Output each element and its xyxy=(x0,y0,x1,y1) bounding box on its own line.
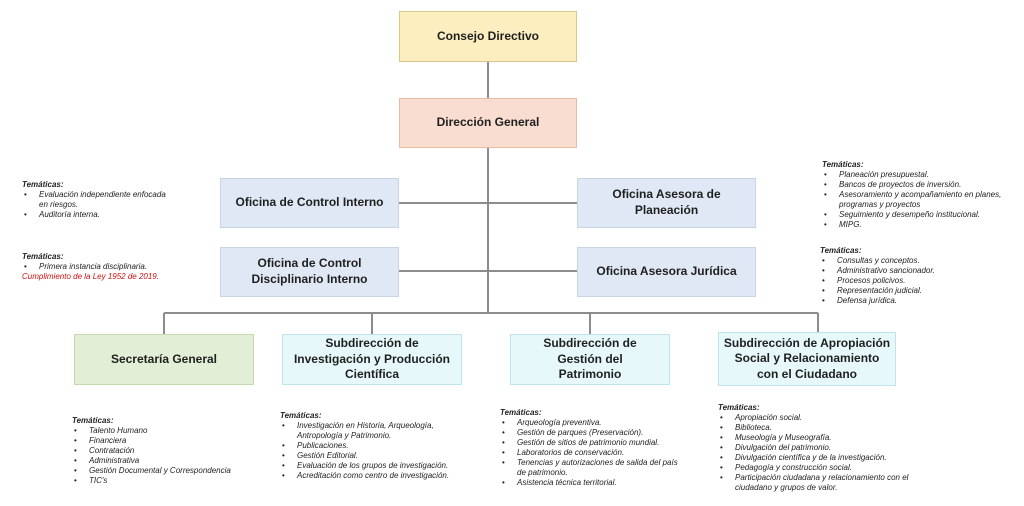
notes-control-disciplinario: Temáticas: Primera instancia disciplinar… xyxy=(22,252,212,282)
box-oficina-control-disciplinario: Oficina de Control Disciplinario Interno xyxy=(220,247,399,297)
box-subdireccion-investigacion: Subdirección de Investigación y Producci… xyxy=(282,334,462,385)
list-item: Gestión de parques (Preservación). xyxy=(500,428,680,438)
notes-heading: Temáticas: xyxy=(22,252,64,261)
list-item: Evaluación independiente enfocada en rie… xyxy=(22,190,172,210)
list-item: Auditoría interna. xyxy=(22,210,172,220)
list-item: Administrativo sancionador. xyxy=(820,266,1000,276)
list-item: Divulgación científica y de la investiga… xyxy=(718,453,918,463)
notes-patrimonio: Temáticas: Arqueología preventiva. Gesti… xyxy=(500,408,680,488)
box-subdireccion-apropiacion: Subdirección de Apropiación Social y Rel… xyxy=(718,332,896,386)
list-item: Gestión Documental y Correspondencia xyxy=(72,466,257,476)
list-item: Consultas y conceptos. xyxy=(820,256,1000,266)
box-secretaria-general: Secretaría General xyxy=(74,334,254,385)
list-item: Gestión de sitios de patrimonio mundial. xyxy=(500,438,680,448)
notes-heading: Temáticas: xyxy=(820,246,862,255)
list-item: Investigación en Historia, Arqueología, … xyxy=(280,421,470,441)
notes-apropiacion: Temáticas: Apropiación social. Bibliotec… xyxy=(718,403,918,493)
list-item: Laboratorios de conservación. xyxy=(500,448,680,458)
list-item: Financiera xyxy=(72,436,257,446)
list-item: Museología y Museografía. xyxy=(718,433,918,443)
box-oficina-control-interno: Oficina de Control Interno xyxy=(220,178,399,228)
notes-investigacion: Temáticas: Investigación en Historia, Ar… xyxy=(280,411,470,481)
list-item: Representación judicial. xyxy=(820,286,1000,296)
notes-secretaria: Temáticas: Talento Humano Financiera Con… xyxy=(72,416,257,486)
notes-highlight-law: Cumplimiento de la Ley 1952 de 2019. xyxy=(22,272,159,281)
box-oficina-asesora-planeacion: Oficina Asesora de Planeación xyxy=(577,178,756,228)
list-item: Asesoramiento y acompañamiento en planes… xyxy=(822,190,1020,210)
notes-heading: Temáticas: xyxy=(500,408,542,417)
notes-heading: Temáticas: xyxy=(822,160,864,169)
list-item: Apropiación social. xyxy=(718,413,918,423)
list-item: Seguimiento y desempeño institucional. xyxy=(822,210,1020,220)
list-item: Publicaciones. xyxy=(280,441,470,451)
list-item: Bancos de proyectos de inversión. xyxy=(822,180,1020,190)
box-oficina-asesora-juridica: Oficina Asesora Jurídica xyxy=(577,247,756,297)
list-item: Asistencia técnica territorial. xyxy=(500,478,680,488)
box-direccion-general: Dirección General xyxy=(399,98,577,148)
list-item: Acreditación como centro de investigació… xyxy=(280,471,470,481)
list-item: Arqueología preventiva. xyxy=(500,418,680,428)
list-item: Planeación presupuestal. xyxy=(822,170,1020,180)
list-item: Divulgación del patrimonio. xyxy=(718,443,918,453)
list-item: Participación ciudadana y relacionamient… xyxy=(718,473,918,493)
list-item: Administrativa xyxy=(72,456,257,466)
list-item: Tenencias y autorizaciones de salida del… xyxy=(500,458,680,478)
list-item: Pedagogía y construcción social. xyxy=(718,463,918,473)
list-item: Talento Humano xyxy=(72,426,257,436)
notes-juridica: Temáticas: Consultas y conceptos. Admini… xyxy=(820,246,1000,306)
list-item: Biblioteca. xyxy=(718,423,918,433)
list-item: Procesos policivos. xyxy=(820,276,1000,286)
list-item: Defensa jurídica. xyxy=(820,296,1000,306)
list-item: Primera instancia disciplinaria. xyxy=(22,262,212,272)
notes-heading: Temáticas: xyxy=(72,416,114,425)
list-item: Evaluación de los grupos de investigació… xyxy=(280,461,470,471)
list-item: Gestión Editorial. xyxy=(280,451,470,461)
list-item: MIPG. xyxy=(822,220,1020,230)
box-consejo-directivo: Consejo Directivo xyxy=(399,11,577,62)
list-item: Contratación xyxy=(72,446,257,456)
notes-heading: Temáticas: xyxy=(22,180,64,189)
list-item: TIC's xyxy=(72,476,257,486)
notes-control-interno: Temáticas: Evaluación independiente enfo… xyxy=(22,180,172,220)
notes-planeacion: Temáticas: Planeación presupuestal. Banc… xyxy=(822,160,1020,230)
notes-heading: Temáticas: xyxy=(718,403,760,412)
box-subdireccion-patrimonio: Subdirección de Gestión del Patrimonio xyxy=(510,334,670,385)
notes-heading: Temáticas: xyxy=(280,411,322,420)
